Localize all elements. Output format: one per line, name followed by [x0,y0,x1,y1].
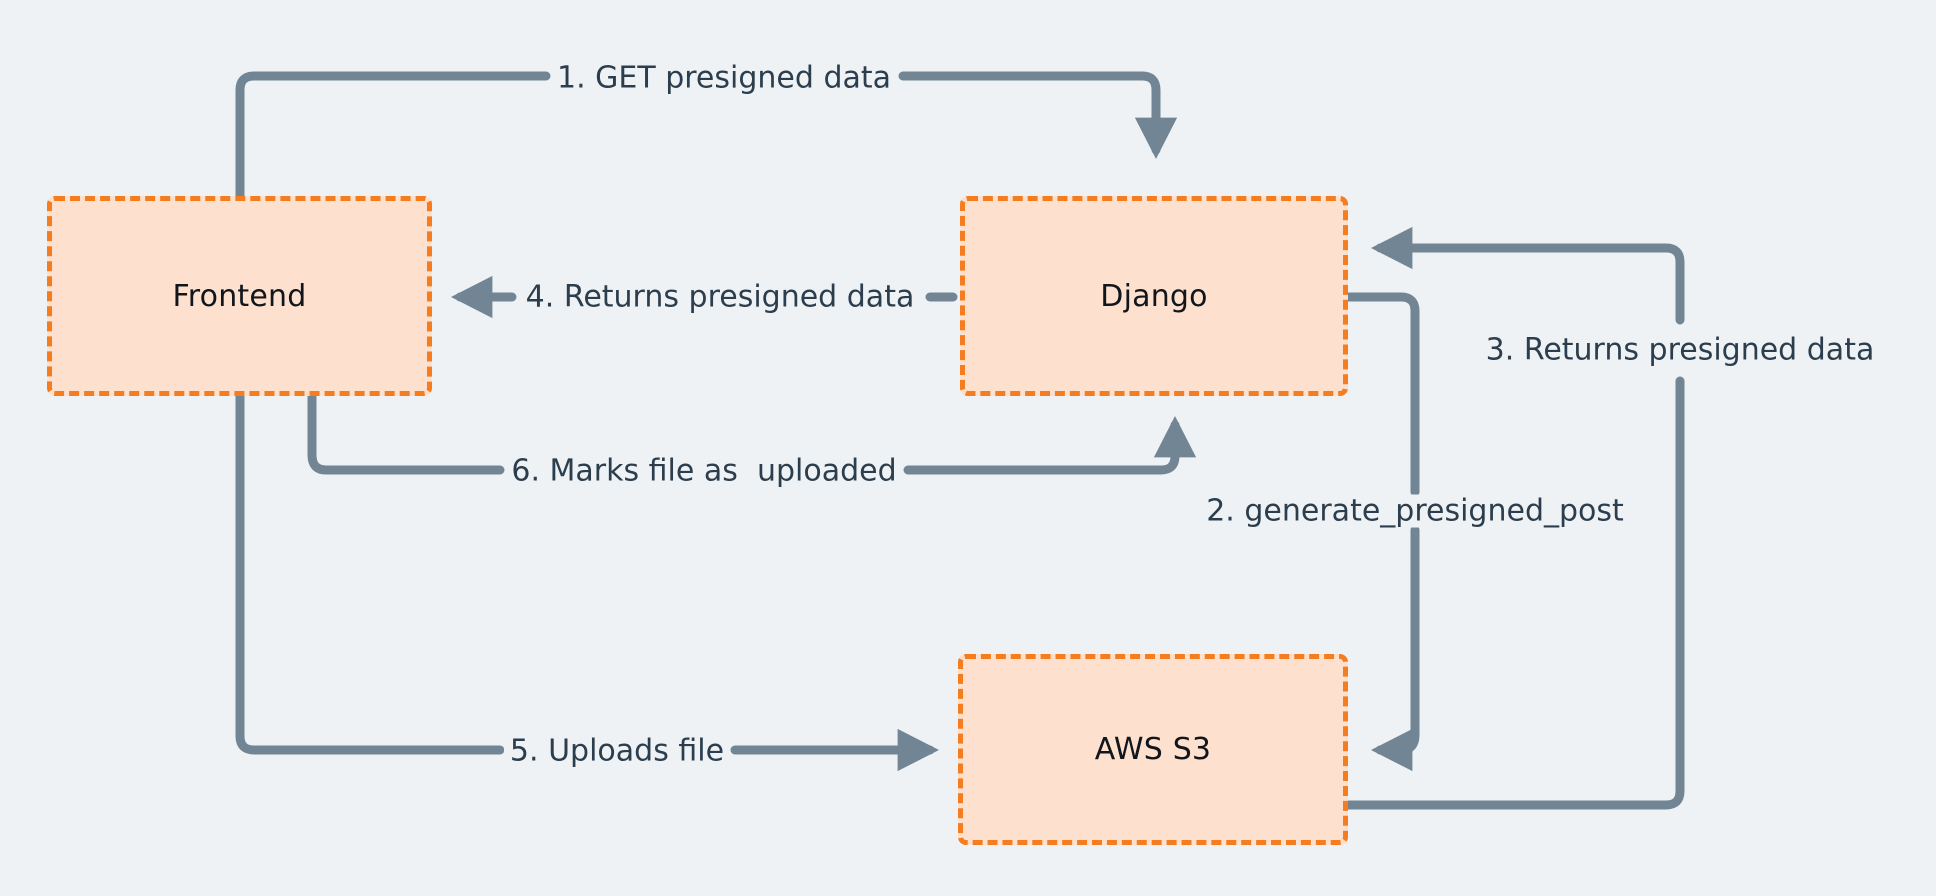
edge-label-step2: 2. generate_presigned_post [1200,494,1630,528]
edge-path-step3-b [1370,226,1685,325]
node-frontend[interactable]: Frontend [47,196,432,396]
node-django[interactable]: Django [960,196,1348,396]
edge-path-step1-b [898,71,1178,160]
node-django-label: Django [1100,278,1208,314]
edge-path-step2-b [1370,525,1420,772]
edge-path-step6-b [903,415,1197,475]
edge-label-step5: 5. Uploads file [503,734,731,768]
edge-path-step6-a [307,391,505,475]
edge-label-step3: 3. Returns presigned data [1479,333,1881,367]
edge-path-step5-a [235,391,505,755]
edge-label-step6: 6. Marks file as uploaded [505,454,903,488]
edge-label-step1: 1. GET presigned data [550,61,898,95]
edge-path-step2-a [1343,292,1420,497]
node-aws-s3[interactable]: AWS S3 [958,654,1348,845]
node-frontend-label: Frontend [172,278,307,314]
edge-path-step3-a [1343,376,1685,810]
edge-label-step4: 4. Returns presigned data [519,280,921,314]
edge-path-step1-a [235,71,551,201]
node-aws-s3-label: AWS S3 [1094,732,1212,767]
